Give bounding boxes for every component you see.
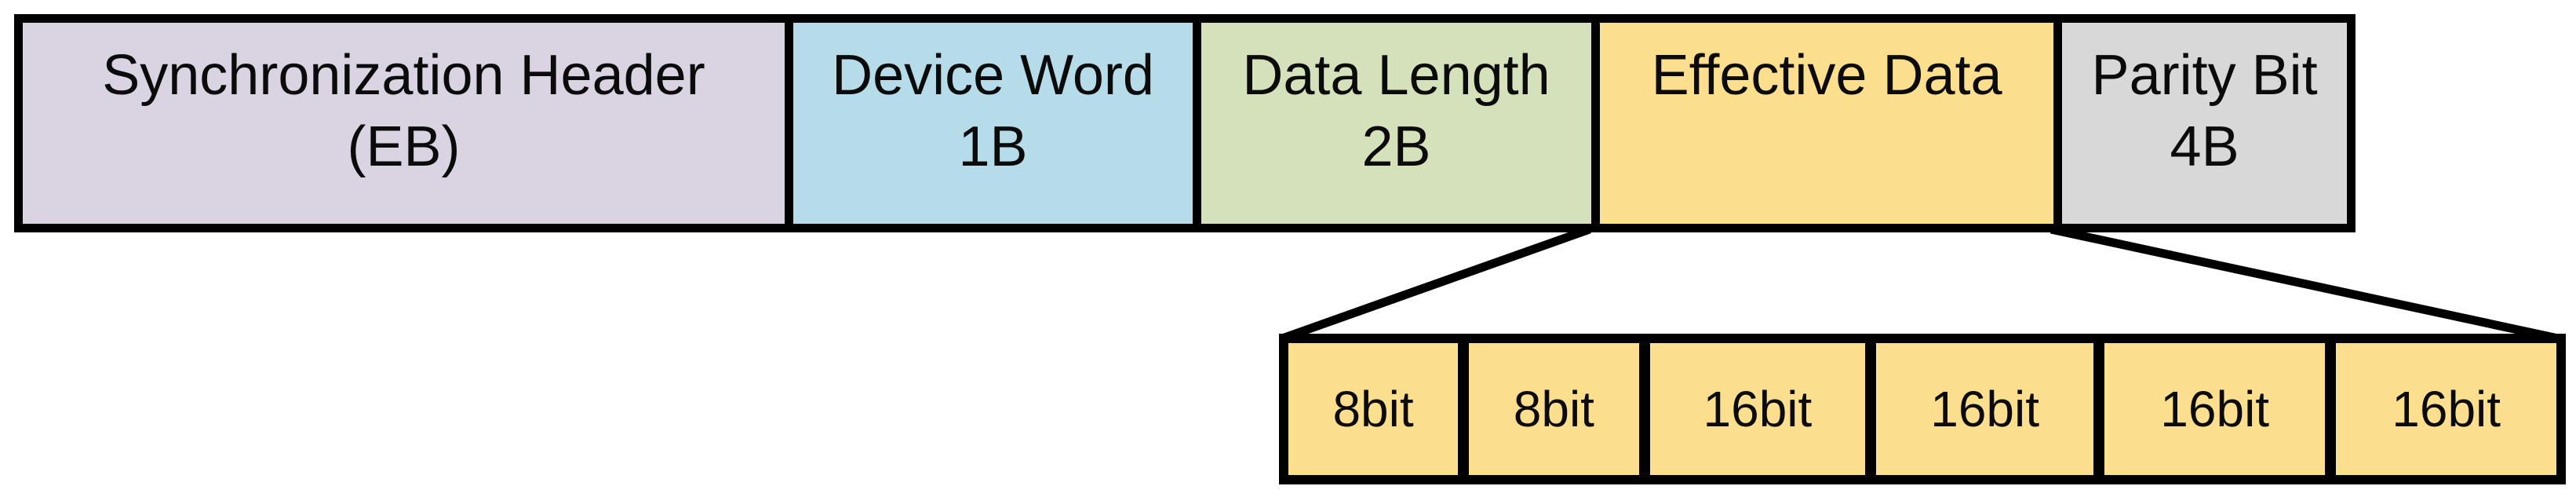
expansion-cell-3: 16bit (1644, 338, 1871, 481)
expansion-cell-label: 16bit (1703, 381, 1813, 437)
expansion-cell-label: 8bit (1513, 381, 1594, 437)
expansion-cell-5: 16bit (2099, 338, 2331, 481)
field-synchronization-header: Synchronization Header (EB) (23, 23, 785, 224)
field-size: (EB) (347, 115, 461, 178)
field-parity-bit: Parity Bit 4B (2053, 23, 2347, 224)
field-size: 1B (958, 115, 1028, 178)
expansion-cell-label: 16bit (2392, 381, 2501, 437)
field-name: Data Length (1242, 44, 1550, 107)
expansion-cell-4: 16bit (1871, 338, 2100, 481)
field-name: Synchronization Header (102, 44, 705, 107)
expansion-cell-2: 8bit (1463, 338, 1645, 481)
effective-data-expansion-row: 8bit 8bit 16bit 16bit 16bit 16bit (1279, 334, 2566, 484)
frame-bar: Synchronization Header (EB) Device Word … (14, 14, 2356, 232)
field-name: Effective Data (1651, 44, 2002, 107)
expansion-cell-label: 8bit (1332, 381, 1414, 437)
field-data-length: Data Length 2B (1193, 23, 1592, 224)
field-size: 4B (2170, 115, 2239, 178)
expansion-cell-6: 16bit (2330, 338, 2562, 481)
expansion-connector-right-line (2050, 225, 2560, 343)
expansion-cell-label: 16bit (1930, 381, 2039, 437)
expansion-cell-label: 16bit (2160, 381, 2270, 437)
field-device-word: Device Word 1B (784, 23, 1193, 224)
field-name: Device Word (832, 44, 1154, 107)
expansion-cell-1: 8bit (1283, 338, 1464, 481)
field-size: 2B (1361, 115, 1431, 178)
field-effective-data: Effective Data (1591, 23, 2054, 224)
expansion-connector-left-line (1283, 225, 1591, 342)
field-name: Parity Bit (2091, 44, 2318, 107)
